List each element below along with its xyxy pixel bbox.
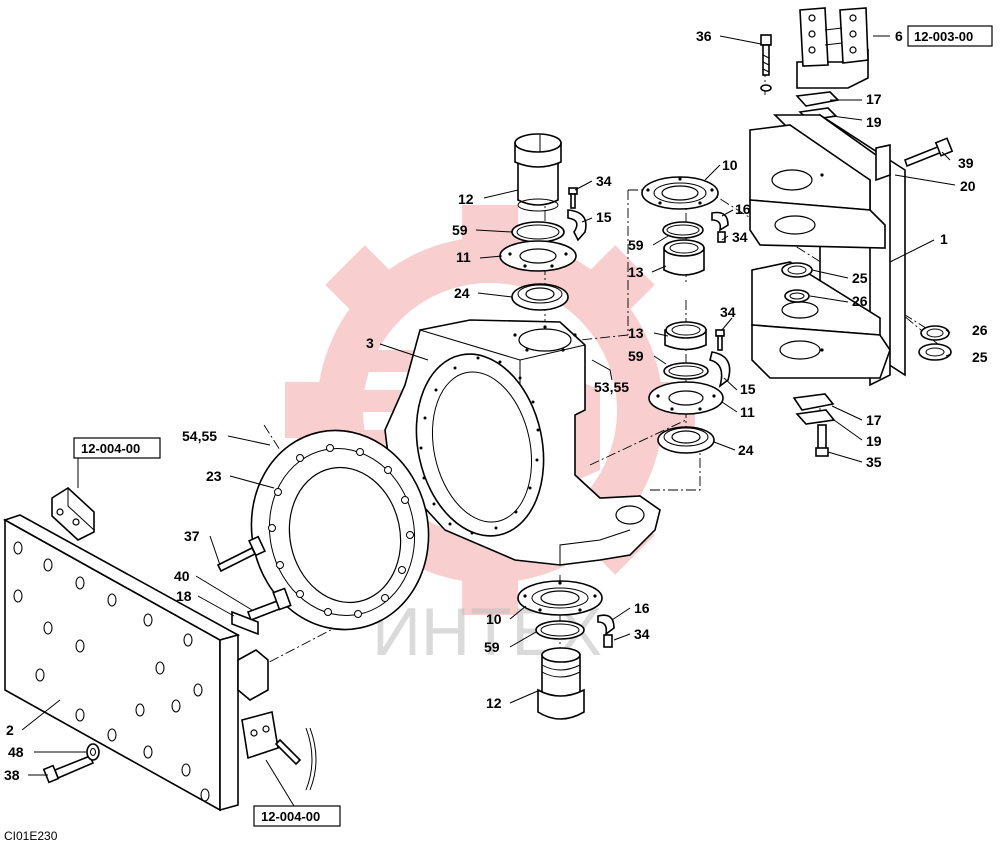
callout-34: 34 bbox=[634, 626, 650, 642]
leader-lines bbox=[21, 35, 956, 807]
callout-34: 34 bbox=[732, 229, 748, 245]
washer-48 bbox=[86, 743, 100, 761]
flange-11-top bbox=[499, 240, 577, 272]
callout-26: 26 bbox=[972, 322, 988, 338]
reference-box-top-right[interactable]: 12-003-00 bbox=[907, 25, 993, 47]
callout-13: 13 bbox=[628, 264, 644, 280]
clip-16-top bbox=[711, 211, 729, 243]
bracket-left-top bbox=[51, 486, 95, 541]
reference-label-left: 12-004-00 bbox=[81, 441, 140, 456]
callout-18: 18 bbox=[176, 588, 192, 604]
callout-11: 11 bbox=[740, 404, 755, 420]
callout-16: 16 bbox=[735, 201, 751, 217]
callout-19: 19 bbox=[866, 433, 882, 449]
ring-59-lower bbox=[663, 362, 709, 380]
callout-59: 59 bbox=[628, 348, 644, 364]
callout-53-55: 53,55 bbox=[594, 379, 629, 395]
callout-59: 59 bbox=[452, 222, 468, 238]
reference-label-top-right: 12-003-00 bbox=[914, 29, 973, 44]
bushing-13-lower bbox=[664, 321, 707, 351]
bolt-38 bbox=[42, 754, 95, 784]
pin-12-bottom bbox=[537, 647, 585, 720]
reference-box-left[interactable]: 12-004-00 bbox=[73, 437, 161, 459]
callout-3: 3 bbox=[366, 335, 374, 351]
drawing-code: CI01E230 bbox=[4, 829, 58, 843]
flange-10-top bbox=[641, 176, 719, 210]
callout-48: 48 bbox=[8, 744, 24, 760]
callout-25: 25 bbox=[972, 349, 988, 365]
callout-36: 36 bbox=[696, 28, 712, 44]
bushing-13-upper bbox=[663, 239, 705, 276]
callout-19: 19 bbox=[866, 114, 882, 130]
bolt-36 bbox=[760, 34, 772, 92]
nuts-25-26 bbox=[781, 262, 952, 361]
clip-16-bottom bbox=[597, 614, 615, 648]
callout-26: 26 bbox=[852, 293, 868, 309]
callout-25: 25 bbox=[852, 270, 868, 286]
callout-12: 12 bbox=[486, 695, 502, 711]
callout-6: 6 bbox=[895, 28, 903, 44]
bolt-39 bbox=[904, 137, 954, 168]
callout-59: 59 bbox=[484, 639, 500, 655]
callout-39: 39 bbox=[958, 155, 974, 171]
frame-1 bbox=[749, 113, 906, 387]
plate-2 bbox=[3, 514, 241, 812]
pin-12-top bbox=[514, 133, 562, 212]
callout-13: 13 bbox=[628, 325, 644, 341]
reference-label-bottom: 12-004-00 bbox=[261, 809, 320, 824]
ring-59-bottom bbox=[535, 620, 585, 640]
callout-24: 24 bbox=[454, 285, 470, 301]
bracket-left-bottom bbox=[237, 649, 317, 791]
callout-24: 24 bbox=[738, 442, 754, 458]
flange-11-lower bbox=[648, 381, 724, 415]
bearing-24-lower bbox=[657, 426, 715, 454]
callout-54-55: 54,55 bbox=[182, 428, 217, 444]
callout-40: 40 bbox=[174, 568, 190, 584]
housing-3 bbox=[384, 319, 661, 566]
callout-35: 35 bbox=[866, 454, 882, 470]
callout-38: 38 bbox=[4, 767, 20, 783]
clip-15-top bbox=[567, 187, 587, 242]
callout-34: 34 bbox=[596, 173, 612, 189]
callout-1: 1 bbox=[940, 231, 948, 247]
plate-20 bbox=[875, 144, 891, 182]
ring-59-upper bbox=[662, 221, 704, 239]
callout-17: 17 bbox=[866, 412, 882, 428]
callout-11: 11 bbox=[456, 249, 471, 265]
bolt-40 bbox=[246, 587, 292, 622]
shim-17-lower bbox=[792, 393, 836, 457]
reference-box-bottom[interactable]: 12-004-00 bbox=[253, 805, 341, 827]
callout-16: 16 bbox=[634, 600, 650, 616]
callout-59: 59 bbox=[628, 237, 644, 253]
callout-12: 12 bbox=[458, 191, 474, 207]
bracket-6 bbox=[796, 7, 869, 89]
slewing-ring-23 bbox=[250, 429, 430, 631]
callout-10: 10 bbox=[486, 611, 502, 627]
callout-37: 37 bbox=[184, 528, 200, 544]
callout-15: 15 bbox=[596, 209, 612, 225]
callout-2: 2 bbox=[6, 722, 14, 738]
callout-17: 17 bbox=[866, 91, 882, 107]
flange-10-bottom bbox=[517, 580, 603, 616]
callout-20: 20 bbox=[960, 178, 976, 194]
callout-23: 23 bbox=[206, 468, 222, 484]
callout-15: 15 bbox=[740, 381, 756, 397]
washer-18 bbox=[231, 610, 259, 636]
bearing-24-top bbox=[511, 283, 569, 311]
callout-10: 10 bbox=[722, 157, 738, 173]
callout-34: 34 bbox=[720, 304, 736, 320]
callout-labels: 36 6 17 19 39 20 12 34 10 16 15 59 34 59… bbox=[4, 28, 988, 783]
clip-15-lower bbox=[709, 329, 731, 389]
bolt-37 bbox=[216, 535, 266, 573]
ring-59-top bbox=[511, 221, 565, 243]
